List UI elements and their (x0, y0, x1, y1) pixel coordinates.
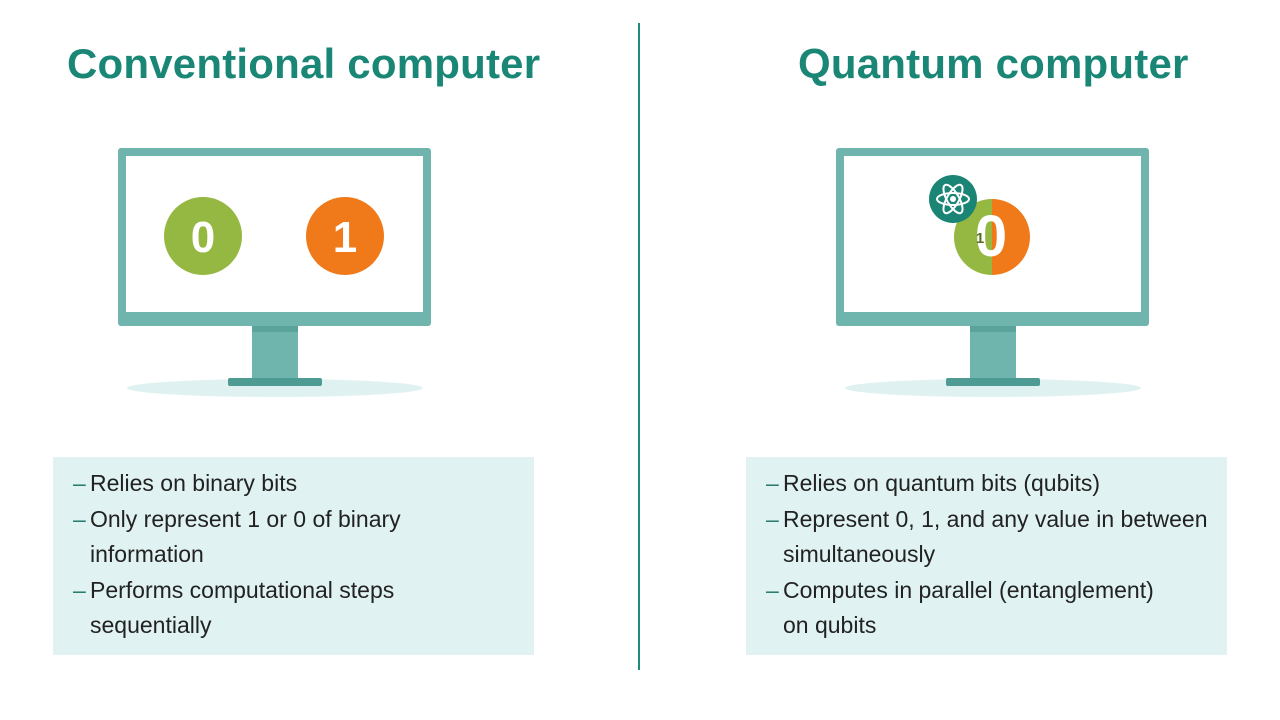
monitor-neck (970, 326, 1016, 382)
conventional-point-3: Performs computational steps sequentiall… (73, 573, 430, 644)
conventional-title: Conventional computer (67, 40, 541, 87)
quantum-point-3: Computes in parallel (entanglement) on q… (766, 573, 1183, 644)
monitor-foot (228, 378, 322, 386)
bit-one-circle (306, 197, 384, 275)
center-divider (638, 23, 640, 670)
monitor-foot (946, 378, 1040, 386)
quantum-points: Relies on quantum bits (qubits) Represen… (766, 466, 1227, 644)
conventional-points: Relies on binary bits Only represent 1 o… (73, 466, 534, 644)
quantum-title: Quantum computer (798, 40, 1189, 87)
monitor-illustration: 0 1 (118, 148, 431, 397)
conventional-point-1: Relies on binary bits (73, 466, 534, 502)
monitor-neck (252, 326, 298, 382)
conventional-point-2: Only represent 1 or 0 of binary informat… (73, 502, 430, 573)
conventional-monitor: 0 1 (110, 140, 440, 410)
qubit-zero-label: 0 (975, 204, 1007, 269)
bit-zero-label: 0 (191, 213, 215, 262)
monitor-shadow (845, 379, 1141, 397)
quantum-monitor: 0 1 (828, 140, 1158, 410)
quantum-panel: Quantum computer 0 1 (640, 0, 1280, 720)
bit-zero-circle (164, 197, 242, 275)
atom-icon (929, 175, 977, 223)
monitor-shadow (127, 379, 423, 397)
quantum-point-1: Relies on quantum bits (qubits) (766, 466, 1227, 502)
monitor-illustration: 0 1 (836, 148, 1149, 397)
qubit-one-label: 1 (976, 230, 984, 247)
conventional-info-box: Relies on binary bits Only represent 1 o… (53, 457, 534, 655)
quantum-info-box: Relies on quantum bits (qubits) Represen… (746, 457, 1227, 655)
bit-one-label: 1 (333, 213, 357, 262)
quantum-point-2: Represent 0, 1, and any value in between… (766, 502, 1223, 573)
conventional-panel: Conventional computer 0 1 Relies on bina… (0, 0, 640, 720)
